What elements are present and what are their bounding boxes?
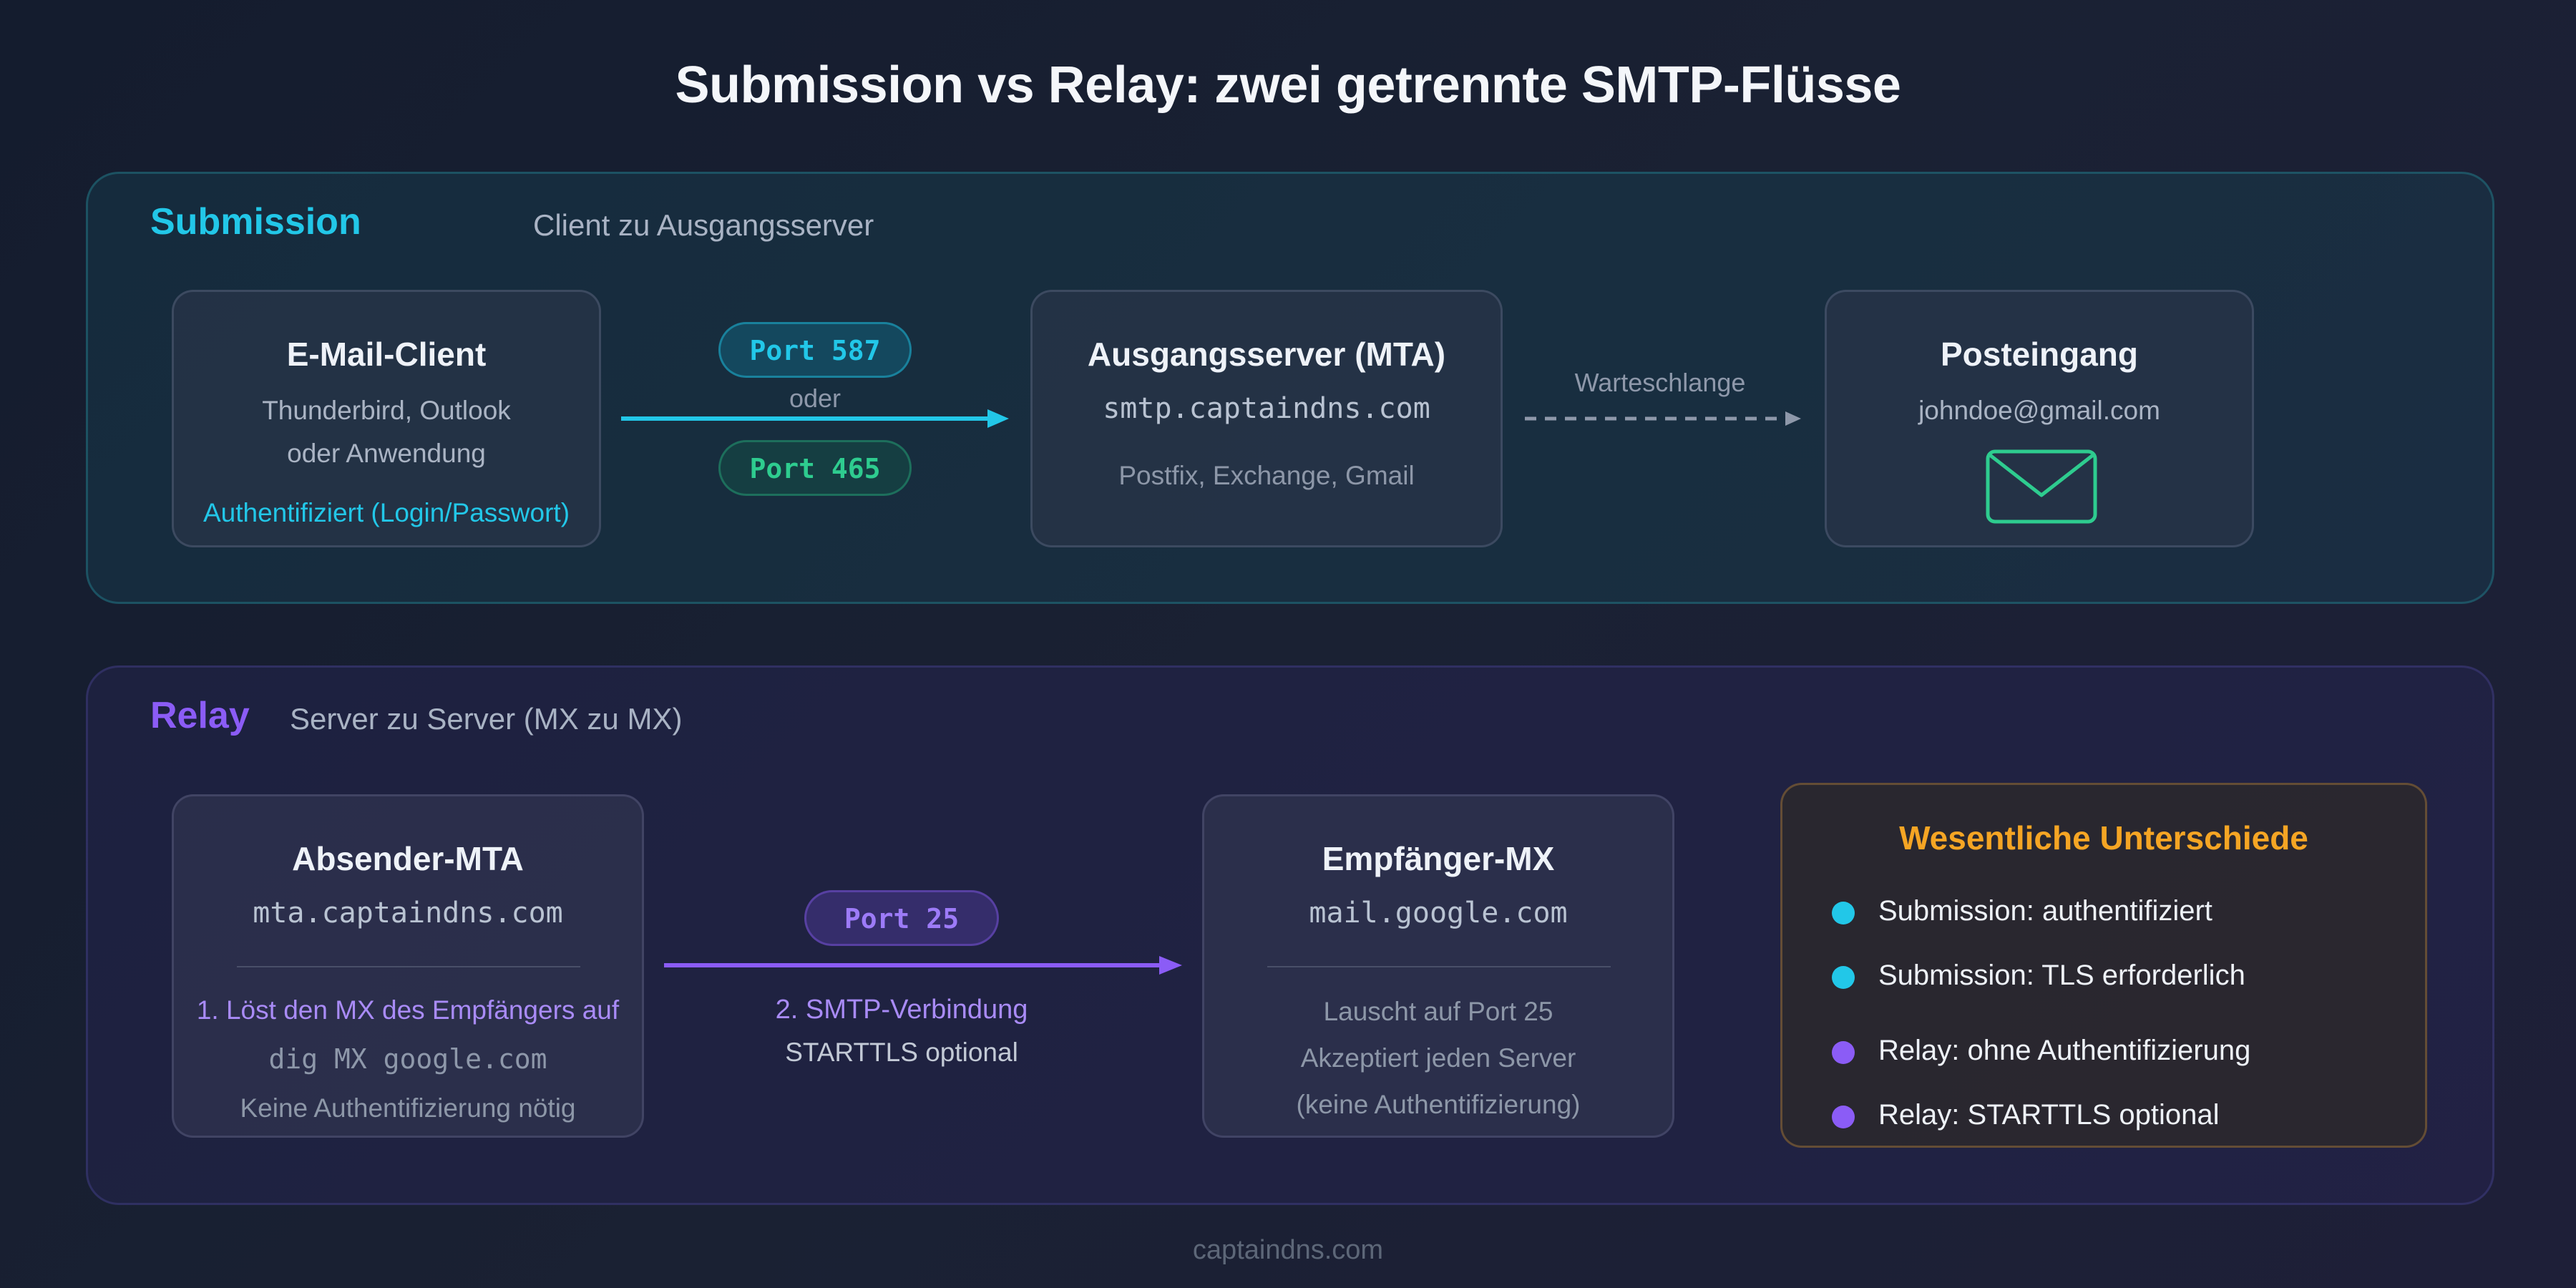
queue-arrow <box>1525 411 1801 426</box>
submission-arrow <box>621 409 1009 428</box>
differences-title: Wesentliche Unterschiede <box>1899 819 2308 857</box>
relay-subtitle: Server zu Server (MX zu MX) <box>290 702 683 736</box>
smtp-connection-step: 2. SMTP-Verbindung <box>775 995 1028 1025</box>
receiver-mx-host: mail.google.com <box>1309 897 1568 930</box>
footer-site: captaindns.com <box>1192 1235 1384 1265</box>
sender-dig-command: dig MX google.com <box>268 1043 547 1075</box>
difference-item: Relay: STARTTLS optional <box>1878 1099 2220 1131</box>
queue-label: Warteschlange <box>1574 368 1746 397</box>
email-client-line1: Thunderbird, Outlook <box>262 396 511 425</box>
relay-heading: Relay <box>150 695 250 736</box>
outgoing-mta-box: Ausgangsserver (MTA) smtp.captaindns.com… <box>1030 290 1503 547</box>
port-25-badge: Port 25 <box>804 890 999 946</box>
inbox-address: johndoe@gmail.com <box>1918 396 2160 425</box>
or-label: oder <box>789 384 841 413</box>
starttls-optional-label: STARTTLS optional <box>785 1038 1018 1067</box>
difference-item: Submission: TLS erforderlich <box>1878 960 2245 991</box>
sender-mta-box: Absender-MTA mta.captaindns.com 1. Löst … <box>172 794 644 1138</box>
relay-arrow <box>664 956 1182 975</box>
outgoing-mta-software: Postfix, Exchange, Gmail <box>1118 461 1415 490</box>
bullet-dot-submission <box>1832 966 1855 989</box>
submission-subtitle: Client zu Ausgangsserver <box>533 208 874 242</box>
sender-mta-host: mta.captaindns.com <box>253 897 563 930</box>
page-title: Submission vs Relay: zwei getrennte SMTP… <box>675 57 1901 114</box>
sender-mta-title: Absender-MTA <box>292 840 524 877</box>
bullet-dot-relay <box>1832 1106 1855 1128</box>
differences-box: Wesentliche Unterschiede <box>1780 783 2427 1148</box>
receiver-divider <box>1267 966 1611 967</box>
sender-no-auth-note: Keine Authentifizierung nötig <box>240 1093 576 1123</box>
difference-item: Relay: ohne Authentifizierung <box>1878 1035 2251 1066</box>
inbox-box: Posteingang johndoe@gmail.com <box>1825 290 2254 547</box>
port-465-badge: Port 465 <box>718 440 912 496</box>
receiver-mx-box: Empfänger-MX mail.google.com Lauscht auf… <box>1202 794 1674 1138</box>
email-client-title: E-Mail-Client <box>286 336 487 373</box>
envelope-icon <box>1986 449 2097 524</box>
sender-step-resolve: 1. Löst den MX des Empfängers auf <box>196 995 620 1025</box>
inbox-title: Posteingang <box>1940 336 2139 373</box>
submission-heading: Submission <box>150 201 361 243</box>
bullet-dot-relay <box>1832 1041 1855 1064</box>
receiver-accepts-any: Akzeptiert jeden Server <box>1300 1043 1576 1073</box>
outgoing-mta-title: Ausgangsserver (MTA) <box>1087 336 1446 373</box>
email-client-line2: oder Anwendung <box>287 439 486 468</box>
sender-divider <box>237 966 580 967</box>
receiver-listens-port: Lauscht auf Port 25 <box>1323 997 1553 1026</box>
bullet-dot-submission <box>1832 902 1855 924</box>
receiver-mx-title: Empfänger-MX <box>1322 840 1555 877</box>
email-client-box: E-Mail-Client Thunderbird, Outlook oder … <box>172 290 601 547</box>
outgoing-mta-host: smtp.captaindns.com <box>1103 392 1430 425</box>
email-client-auth: Authentifiziert (Login/Passwort) <box>203 498 570 527</box>
receiver-no-auth: (keine Authentifizierung) <box>1296 1090 1581 1119</box>
difference-item: Submission: authentifiziert <box>1878 895 2212 927</box>
port-587-badge: Port 587 <box>718 322 912 378</box>
